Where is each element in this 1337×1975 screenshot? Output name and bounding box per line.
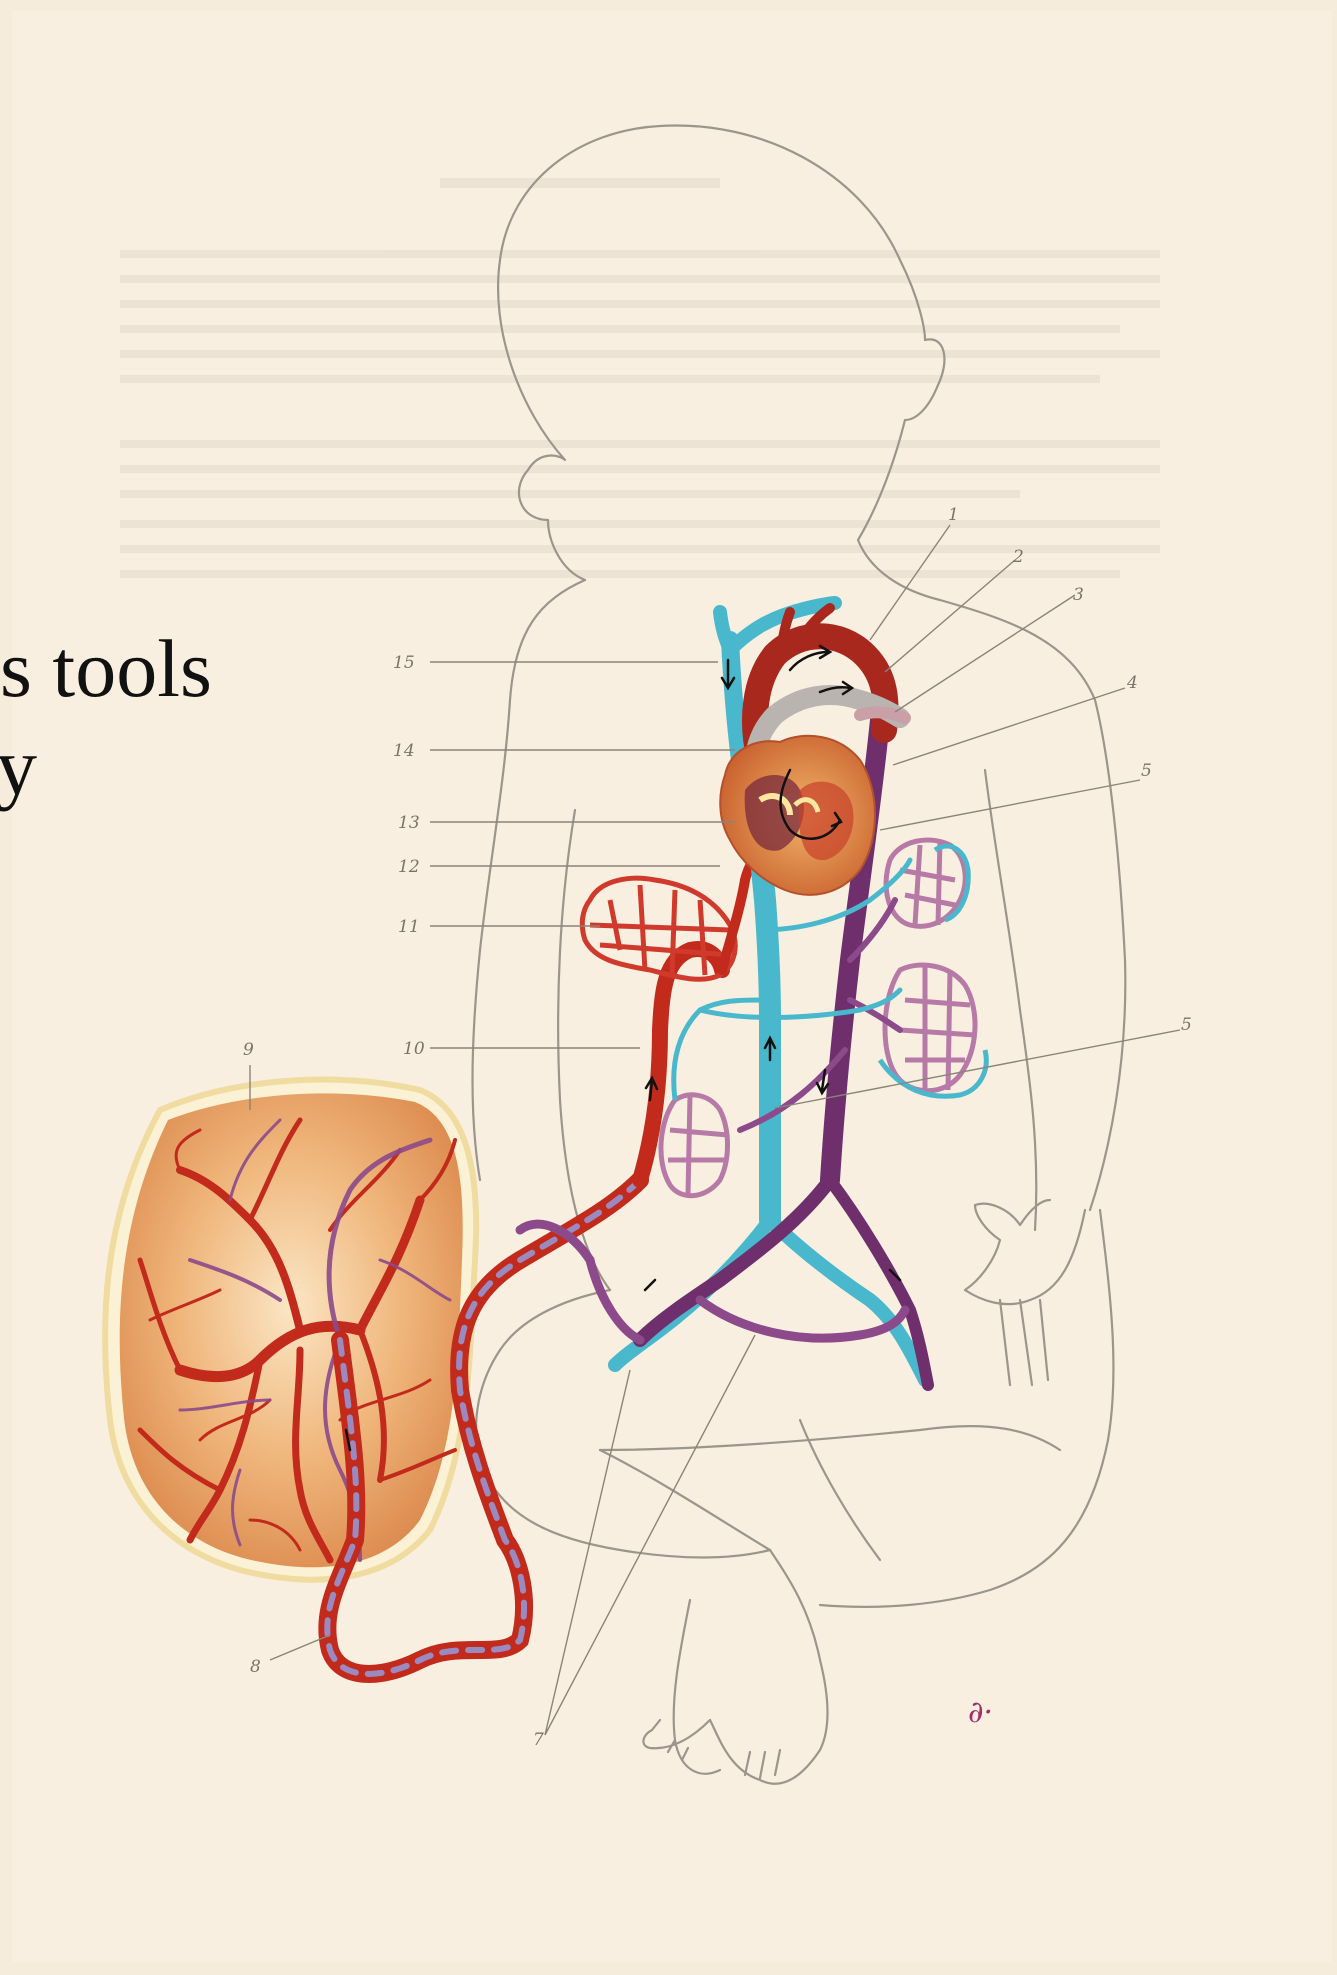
label-4: 4 [1126, 673, 1138, 693]
label-9: 9 [243, 1040, 254, 1060]
label-3: 3 [1073, 585, 1084, 605]
label-5-upper: 5 [1141, 761, 1152, 781]
label-5-lower: 5 [1181, 1015, 1192, 1035]
label-1: 1 [948, 505, 959, 525]
inferior-vena-cava [760, 830, 770, 1220]
label-13: 13 [398, 813, 420, 833]
label-15: 15 [393, 653, 415, 673]
label-10: 10 [403, 1039, 425, 1059]
signature-mark: ∂· [968, 1695, 993, 1730]
overlay-text-line-2: y [0, 726, 37, 808]
ductus-arteriosus [860, 712, 905, 718]
label-12: 12 [398, 857, 420, 877]
label-8: 8 [250, 1657, 261, 1677]
overlay-text-line-1: s tools [0, 628, 212, 710]
placenta [105, 1080, 476, 1580]
label-2: 2 [1012, 547, 1024, 567]
label-11: 11 [398, 917, 420, 937]
label-14: 14 [393, 741, 415, 761]
label-7: 7 [533, 1730, 544, 1750]
